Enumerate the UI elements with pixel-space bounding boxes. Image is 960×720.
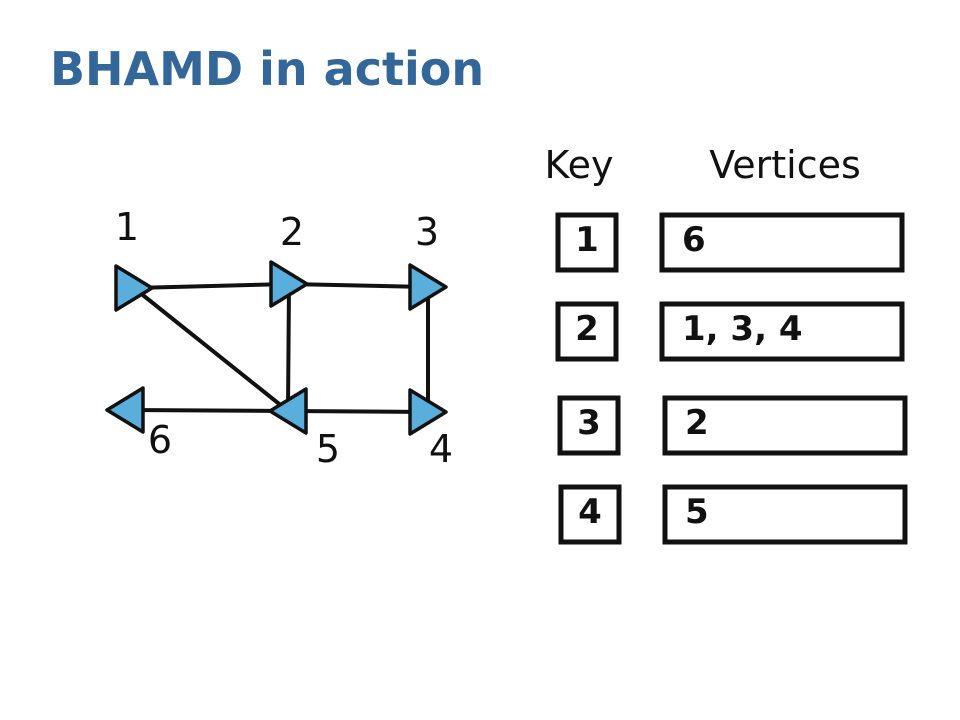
vertices-cell-1 — [659, 212, 905, 273]
vertex-1-triangle-icon — [114, 264, 154, 312]
vertices-column-header: Vertices — [709, 143, 861, 187]
vertex-4-label: 4 — [429, 427, 453, 471]
edge-5-4 — [286, 409, 430, 414]
vertex-2-triangle-icon — [269, 260, 309, 308]
vertices-cell-text: 6 — [682, 220, 706, 260]
vertex-3-triangle-icon — [408, 263, 448, 311]
edge-2-5 — [286, 282, 291, 413]
key-cell-text: 1 — [575, 220, 599, 260]
vertices-cell-3 — [662, 395, 908, 456]
key-column-header: Key — [545, 143, 614, 187]
key-cell-1 — [555, 212, 619, 273]
vertex-3-label: 3 — [415, 210, 439, 254]
graph-edges — [123, 282, 430, 414]
vertices-cell-2 — [659, 301, 905, 362]
vertex-6-triangle-icon — [105, 386, 145, 434]
key-cell-4 — [558, 484, 622, 545]
key-cell-text: 3 — [577, 403, 601, 443]
graph-nodes — [105, 260, 448, 436]
vertex-5-triangle-icon — [268, 387, 308, 435]
key-cell-2 — [555, 301, 619, 362]
graph-node-labels: 1 2 3 4 5 6 — [115, 205, 453, 471]
edge-2-3 — [287, 282, 430, 289]
slide-title: BHAMD in action — [50, 42, 485, 96]
edge-1-2 — [132, 282, 291, 290]
edge-5-6 — [123, 408, 290, 413]
vertex-5-label: 5 — [316, 427, 340, 471]
key-cell-text: 4 — [578, 492, 602, 532]
key-cell-3 — [557, 395, 621, 456]
vertex-2-label: 2 — [280, 210, 304, 254]
vertex-6-label: 6 — [148, 418, 172, 462]
adjacency-table: 1 6 2 1, 3, 4 3 2 4 5 — [555, 212, 908, 545]
vertex-1-label: 1 — [115, 205, 139, 249]
vertex-4-triangle-icon — [408, 388, 448, 436]
vertices-cell-text: 1, 3, 4 — [682, 309, 802, 349]
key-cell-text: 2 — [575, 309, 599, 349]
vertices-cell-4 — [662, 484, 908, 545]
edge-1-5 — [132, 286, 290, 413]
vertices-cell-text: 2 — [685, 403, 709, 443]
vertices-cell-text: 5 — [685, 492, 709, 532]
